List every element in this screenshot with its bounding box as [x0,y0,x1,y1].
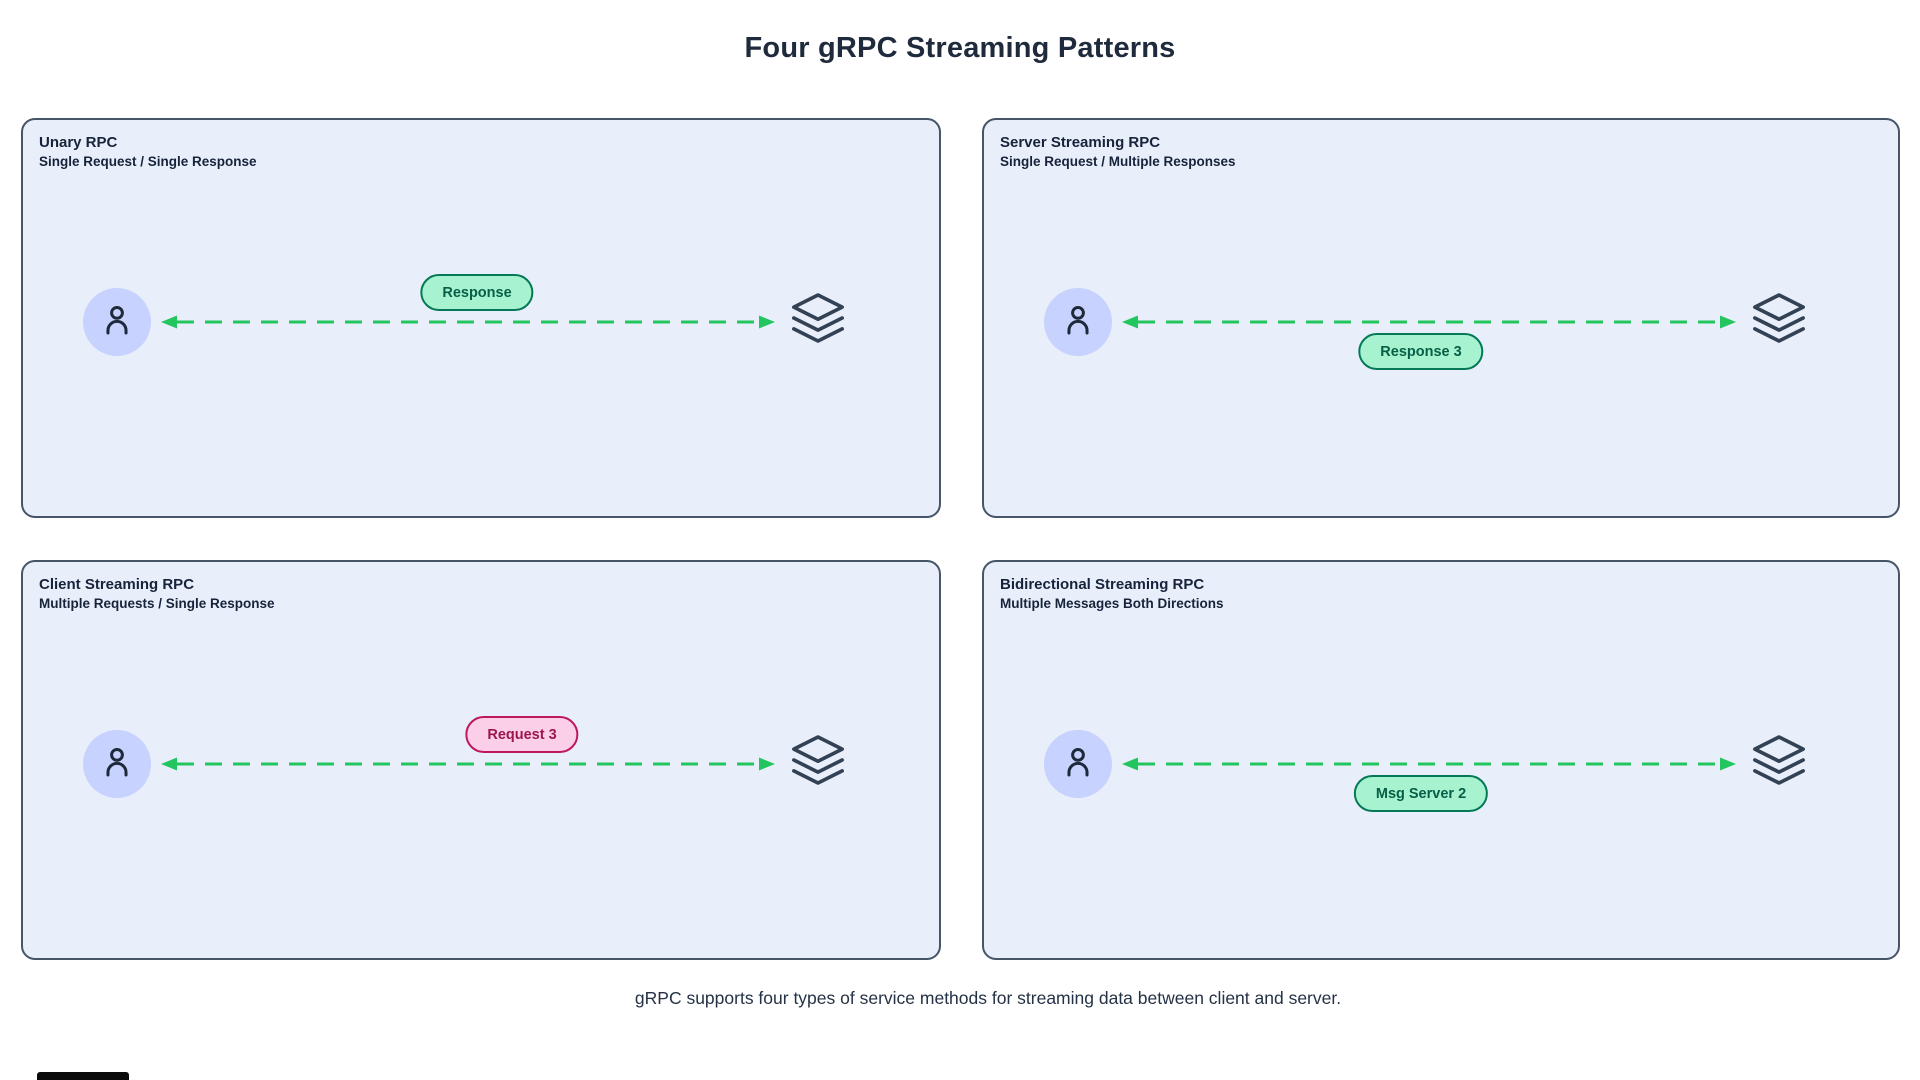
server-node [789,290,847,350]
message-pill: Response [420,274,534,311]
panel-title: Server Streaming RPC [1000,134,1161,151]
panel-grid: Unary RPC Single Request / Single Respon… [21,118,1900,960]
panel-header: Client Streaming RPC Multiple Requests /… [39,575,275,613]
panel-title: Bidirectional Streaming RPC [1000,576,1205,593]
bottom-left-bar [37,1072,129,1080]
panel-title: Client Streaming RPC [39,576,195,593]
layers-icon [1750,730,1808,795]
panel-unary-rpc: Unary RPC Single Request / Single Respon… [21,118,941,518]
server-node [1750,290,1808,350]
person-icon [1059,301,1097,344]
panel-subtitle: Multiple Messages Both Directions [1000,596,1224,611]
layers-icon [789,288,847,353]
client-avatar [1044,730,1112,798]
panel-bidirectional-streaming-rpc: Bidirectional Streaming RPC Multiple Mes… [982,560,1900,960]
client-avatar [83,730,151,798]
layers-icon [1750,288,1808,353]
page-title: Four gRPC Streaming Patterns [744,32,1176,64]
bidirectional-dashed-arrow [159,754,777,774]
panel-header: Unary RPC Single Request / Single Respon… [39,133,257,171]
footer-caption: gRPC supports four types of service meth… [634,988,1342,1008]
server-node [789,732,847,792]
panel-title: Unary RPC [39,134,118,151]
client-avatar [83,288,151,356]
bidirectional-dashed-arrow [159,312,777,332]
person-icon [98,301,136,344]
client-avatar [1044,288,1112,356]
message-pill: Msg Server 2 [1353,775,1489,812]
bidirectional-dashed-arrow [1120,312,1738,332]
panel-header: Server Streaming RPC Single Request / Mu… [1000,133,1236,171]
server-node [1750,732,1808,792]
person-icon [1059,743,1097,786]
bidirectional-dashed-arrow [1120,754,1738,774]
panel-subtitle: Single Request / Multiple Responses [1000,154,1236,169]
panel-header: Bidirectional Streaming RPC Multiple Mes… [1000,575,1224,613]
panel-client-streaming-rpc: Client Streaming RPC Multiple Requests /… [21,560,941,960]
message-pill: Response 3 [1358,333,1484,370]
person-icon [98,743,136,786]
panel-server-streaming-rpc: Server Streaming RPC Single Request / Mu… [982,118,1900,518]
panel-subtitle: Multiple Requests / Single Response [39,596,275,611]
panel-subtitle: Single Request / Single Response [39,154,257,169]
layers-icon [789,730,847,795]
message-pill: Request 3 [465,716,579,753]
